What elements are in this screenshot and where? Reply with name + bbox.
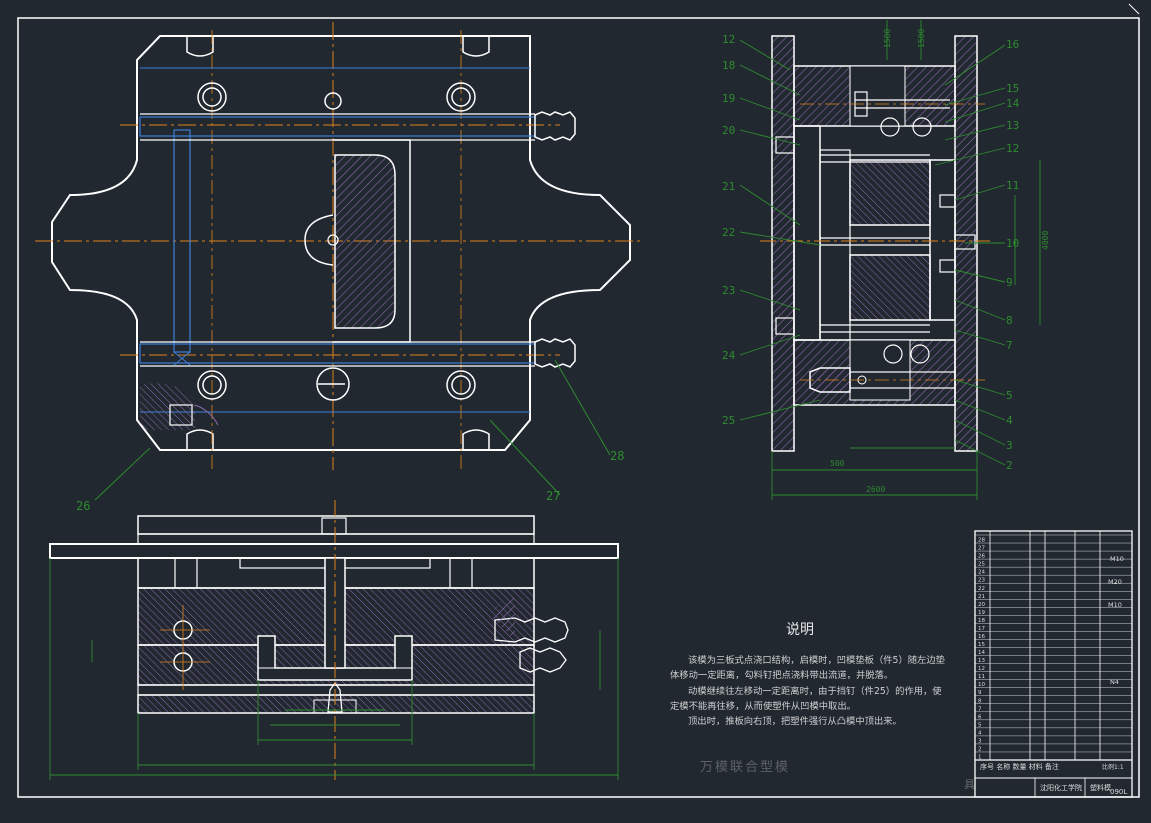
svg-text:7: 7 xyxy=(1006,339,1013,352)
notes-paragraph-2: 动模继续往左移动一定距离时，由于挡钉（件25）的作用，使定模不能再往移，从而使塑… xyxy=(670,685,942,712)
svg-text:10: 10 xyxy=(1006,237,1019,250)
bom-note-2: M20 xyxy=(1108,578,1122,586)
bom-row-number: 16 xyxy=(978,634,985,640)
school-name: 沈阳化工学院 xyxy=(1040,784,1082,792)
bom-row-number: 3 xyxy=(978,738,982,744)
svg-text:4: 4 xyxy=(1006,414,1013,427)
svg-text:1500: 1500 xyxy=(883,29,892,48)
svg-text:13: 13 xyxy=(1006,119,1019,132)
bom-row-number: 25 xyxy=(978,562,985,568)
bom-note-4: N4 xyxy=(1110,678,1119,686)
bom-row-number: 12 xyxy=(978,666,985,672)
bom-row-number: 13 xyxy=(978,658,985,664)
svg-text:500: 500 xyxy=(830,459,845,468)
svg-text:4000: 4000 xyxy=(1041,231,1050,250)
notes-body: 该模为三板式点浇口结构，启模时，凹模垫板（件5）随左边垫体移动一定距离，勾料钉把… xyxy=(670,653,948,729)
watermark-text: 万模联合型模 xyxy=(700,760,791,775)
balloon-26: 26 xyxy=(76,499,90,513)
svg-text:14: 14 xyxy=(1006,97,1020,110)
svg-text:3: 3 xyxy=(1006,439,1013,452)
bom-row-number: 9 xyxy=(978,690,982,696)
bom-row-number: 11 xyxy=(978,674,985,680)
bom-row-number: 17 xyxy=(978,626,985,632)
balloon-28: 28 xyxy=(610,449,624,463)
balloon-27: 27 xyxy=(546,489,560,503)
svg-text:2600: 2600 xyxy=(866,485,885,494)
bom-row-number: 6 xyxy=(978,714,982,720)
svg-text:1500: 1500 xyxy=(917,29,926,48)
bom-row-number: 19 xyxy=(978,610,985,616)
bom-row-number: 10 xyxy=(978,682,985,688)
bom-note-1: M10 xyxy=(1110,555,1124,563)
svg-text:15: 15 xyxy=(1006,82,1019,95)
bom-header: 序号 名称 数量 材料 备注 xyxy=(980,763,1059,771)
svg-text:12: 12 xyxy=(722,33,735,46)
plan-view xyxy=(35,22,640,501)
svg-text:5: 5 xyxy=(1006,389,1013,402)
bom-row-number: 15 xyxy=(978,642,985,648)
bom-row-number: 5 xyxy=(978,722,982,728)
bom-row-number: 7 xyxy=(978,706,982,712)
svg-text:2: 2 xyxy=(1006,459,1013,472)
svg-text:11: 11 xyxy=(1006,179,1019,192)
drawing-code: 090L xyxy=(1110,788,1128,796)
bom-row-number: 26 xyxy=(978,554,985,560)
svg-text:9: 9 xyxy=(1006,276,1013,289)
notes-paragraph-1: 该模为三板式点浇口结构，启模时，凹模垫板（件5）随左边垫体移动一定距离，勾料钉把… xyxy=(670,655,945,682)
bom-row-number: 24 xyxy=(978,570,985,576)
bom-row-number: 2 xyxy=(978,746,982,752)
bom-row-number: 27 xyxy=(978,546,985,552)
bom-row-number: 1 xyxy=(978,755,982,761)
bom-note-3: M10 xyxy=(1108,601,1122,609)
svg-text:12: 12 xyxy=(1006,142,1019,155)
bom-row-number: 23 xyxy=(978,578,985,584)
svg-text:19: 19 xyxy=(722,92,735,105)
svg-text:20: 20 xyxy=(722,124,735,137)
bom-rows xyxy=(975,534,1132,761)
side-view xyxy=(49,500,619,780)
bom-row-number: 22 xyxy=(978,586,985,592)
notes-title: 说明 xyxy=(786,622,814,638)
svg-text:25: 25 xyxy=(722,414,735,427)
section-balloons: 12 18 19 20 21 22 23 24 25 16 15 14 13 1… xyxy=(722,33,1020,472)
bom-row-number: 4 xyxy=(978,730,982,736)
title-block xyxy=(974,530,1133,798)
drawing-title: 塑料模 xyxy=(1090,784,1111,792)
svg-text:16: 16 xyxy=(1006,38,1019,51)
svg-text:8: 8 xyxy=(1006,314,1013,327)
notes-paragraph-3: 顶出时，推板向右顶，把塑件强行从凸模中顶出来。 xyxy=(688,716,902,728)
watermark-text-2: 具 xyxy=(964,778,975,791)
svg-text:23: 23 xyxy=(722,284,735,297)
section-view: 1500 1500 4000 500 2600 xyxy=(739,20,1050,500)
bom-row-number: 28 xyxy=(978,538,985,544)
bom-row-number: 20 xyxy=(978,602,985,608)
svg-text:22: 22 xyxy=(722,226,735,239)
svg-text:21: 21 xyxy=(722,180,735,193)
bom-numbers: 2827262524232221201918171615141312111098… xyxy=(978,538,985,761)
drawing-frame xyxy=(17,17,1140,798)
bom-row-number: 21 xyxy=(978,594,985,600)
bom-row-number: 14 xyxy=(978,650,985,656)
svg-text:18: 18 xyxy=(722,59,735,72)
bom-row-number: 18 xyxy=(978,618,985,624)
bom-row-number: 8 xyxy=(978,698,982,704)
svg-text:24: 24 xyxy=(722,349,736,362)
scale-label: 比例1:1 xyxy=(1102,764,1124,771)
